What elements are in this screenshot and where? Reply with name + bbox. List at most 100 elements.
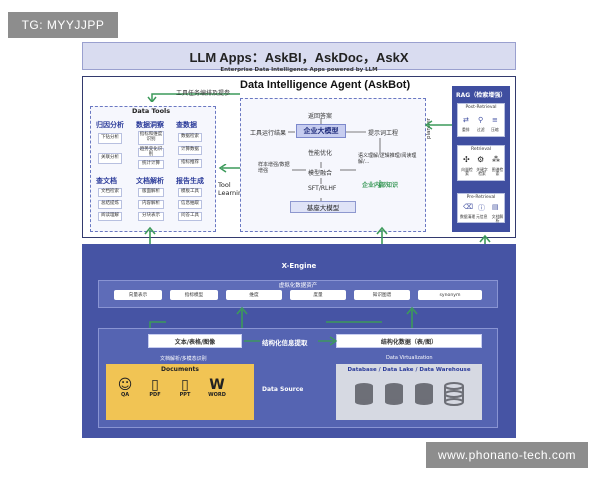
- tool-item: 模板工具: [178, 188, 202, 197]
- tool-item: 内容解析: [138, 200, 164, 209]
- data-tools-title: Data Tools: [132, 107, 171, 115]
- db-icon-3: [415, 383, 433, 405]
- db-icon-4: [444, 382, 464, 406]
- tool-item: 计算数据: [178, 146, 202, 155]
- orchestration-label: 工具任务编排及提参: [176, 90, 231, 97]
- tool-item: 文档检索: [98, 188, 122, 197]
- tool-col-title: 报告生成: [176, 177, 204, 185]
- asset-pill: 度量: [290, 290, 346, 300]
- structured-extract-label: 结构化信息提取: [262, 339, 308, 347]
- rag-retrieval-item: 向量检索: [461, 167, 473, 176]
- data-source-label: Data Source: [262, 386, 304, 393]
- rag-pre-title: Pre-Retrieval: [466, 195, 496, 200]
- base-llm-box: 基座大模型: [290, 201, 356, 213]
- rag-post-item: 过滤: [477, 127, 485, 132]
- asset-pill: 知识图谱: [354, 290, 410, 300]
- return-answer: 返回答案: [308, 113, 333, 120]
- doc-parse-label: 文档解析/多模态识别: [160, 356, 207, 362]
- banner-subtitle: Enterprise Data Intelligence Apps powere…: [220, 67, 378, 73]
- model-fusion: 模型融合: [308, 170, 333, 177]
- tool-col-title: 数据洞察: [136, 121, 164, 129]
- virtual-assets-title: 虚拟化数据资产: [278, 283, 318, 289]
- ppt-doc: ▯ PPT: [174, 378, 196, 398]
- rag-retrieval-item: 关键字检索: [476, 167, 488, 176]
- ppt-label: PPT: [179, 392, 191, 398]
- extract-arrow: [244, 336, 338, 346]
- tool-item: 指标和维度识别: [138, 131, 164, 145]
- keyword-icon: ⚙: [477, 155, 485, 164]
- semantic-label: 语义理解/逻辑推理/阅读理解/...: [358, 153, 417, 165]
- sft-rlhf: SFT/RLHF: [308, 185, 337, 192]
- rag-post-item: 重排: [462, 127, 470, 132]
- rag-post-item: 压缩: [491, 127, 499, 132]
- word-icon: W: [209, 377, 225, 393]
- db-icon-1: [355, 383, 373, 405]
- asset-pill: synonym: [418, 290, 482, 300]
- documents-title: Documents: [161, 366, 199, 373]
- tool-col-title: 归因分析: [96, 121, 124, 129]
- enterprise-llm-box: 企业大模型: [296, 124, 346, 138]
- planner-arrows: [288, 118, 381, 201]
- db-icon-2: [385, 383, 403, 405]
- rag-post-title: Post-Retrieval: [465, 105, 497, 110]
- rag-retrieval-title: Retrieval: [471, 147, 491, 152]
- asset-pill: 向量表示: [114, 290, 162, 300]
- tool-item: 趋势变化识别: [138, 146, 164, 157]
- tool-item: 指标推荐: [178, 159, 202, 168]
- tool-item: 下钻分析: [98, 133, 122, 144]
- rag-pre-item: 数据清理: [460, 214, 476, 219]
- vector-icon: ✣: [463, 155, 470, 164]
- tool-col-title: 查数据: [176, 121, 197, 129]
- rag-pre-card: Pre-Retrieval ⌫ ⓘ ▤ 数据清理 元信息 文档解析: [457, 193, 505, 223]
- performance-opt: 性能优化: [308, 150, 333, 157]
- clean-icon: ⌫: [463, 203, 473, 211]
- qa-icon: ☺: [117, 377, 133, 393]
- watermark-bottom: www.phonano-tech.com: [426, 442, 588, 468]
- shuffle-icon: ⇄: [463, 116, 469, 124]
- rag-post-card: Post-Retrieval ⇄ ⚲ ≡ 重排 过滤 压缩: [457, 103, 505, 137]
- doc-icon: ▤: [492, 203, 499, 211]
- compress-icon: ≡: [492, 116, 498, 124]
- database-icons: [355, 382, 464, 406]
- tool-item: 总结提炼: [98, 200, 122, 209]
- asset-pill: 指标模型: [170, 290, 218, 300]
- llm-apps-banner: LLM Apps：AskBI，AskDoc，AskX Enterprise Da…: [82, 42, 516, 73]
- rag-title: RAG（检索增强）: [456, 92, 507, 99]
- asset-pill: 维度: [226, 290, 282, 300]
- data-virtualization-label: Data Virtualization: [386, 355, 433, 361]
- word-label: WORD: [208, 392, 226, 398]
- structured-data-box: 结构化数据（表/图）: [336, 334, 482, 348]
- meta-icon: ⓘ: [478, 204, 485, 212]
- rag-arrows: [424, 120, 452, 130]
- tool-item: 数据检索: [178, 133, 202, 142]
- ppt-icon: ▯: [181, 377, 189, 393]
- tool-item: 问答工具: [178, 212, 202, 221]
- tool-item: 统计计算: [138, 160, 164, 169]
- orchestration-arrow: [147, 93, 240, 102]
- rag-retrieval-item: 图谱检索: [491, 167, 504, 176]
- banner-title: LLM Apps：AskBI，AskDoc，AskX: [189, 50, 409, 65]
- watermark-top: TG: MYYJJPP: [8, 12, 118, 38]
- tool-item: 关联分析: [98, 153, 122, 164]
- text-table-image-box: 文本/表格/图像: [148, 334, 242, 348]
- qa-doc: ☺ QA: [114, 378, 136, 398]
- rag-pre-item: 元信息: [476, 214, 488, 219]
- filter-icon: ⚲: [478, 116, 484, 124]
- tool-learning-label: Tool Learning: [218, 181, 247, 197]
- tool-item: 阅读理解: [98, 212, 122, 221]
- documents-box: [106, 364, 254, 420]
- rag-pre-item: 文档解析: [491, 214, 504, 223]
- tool-col-title: 文档解析: [136, 177, 164, 185]
- qa-label: QA: [120, 392, 130, 398]
- word-doc: W WORD: [204, 378, 230, 398]
- tool-item: 分块表示: [138, 212, 164, 221]
- sample-enhance: 样本增强/数据增强: [258, 162, 290, 174]
- layer-arrows: [144, 226, 491, 244]
- rag-retrieval-card: Retrieval ✣ ⚙ ⁂ 向量检索 关键字检索 图谱检索: [457, 145, 505, 181]
- pdf-doc: ▯ PDF: [144, 378, 166, 398]
- tool-item: 信息抽取: [178, 200, 202, 209]
- pdf-icon: ▯: [151, 377, 159, 393]
- xengine-title: X-Engine: [281, 262, 317, 270]
- tool-result: 工具运行结果: [250, 130, 287, 137]
- data-tools-box: [90, 106, 216, 232]
